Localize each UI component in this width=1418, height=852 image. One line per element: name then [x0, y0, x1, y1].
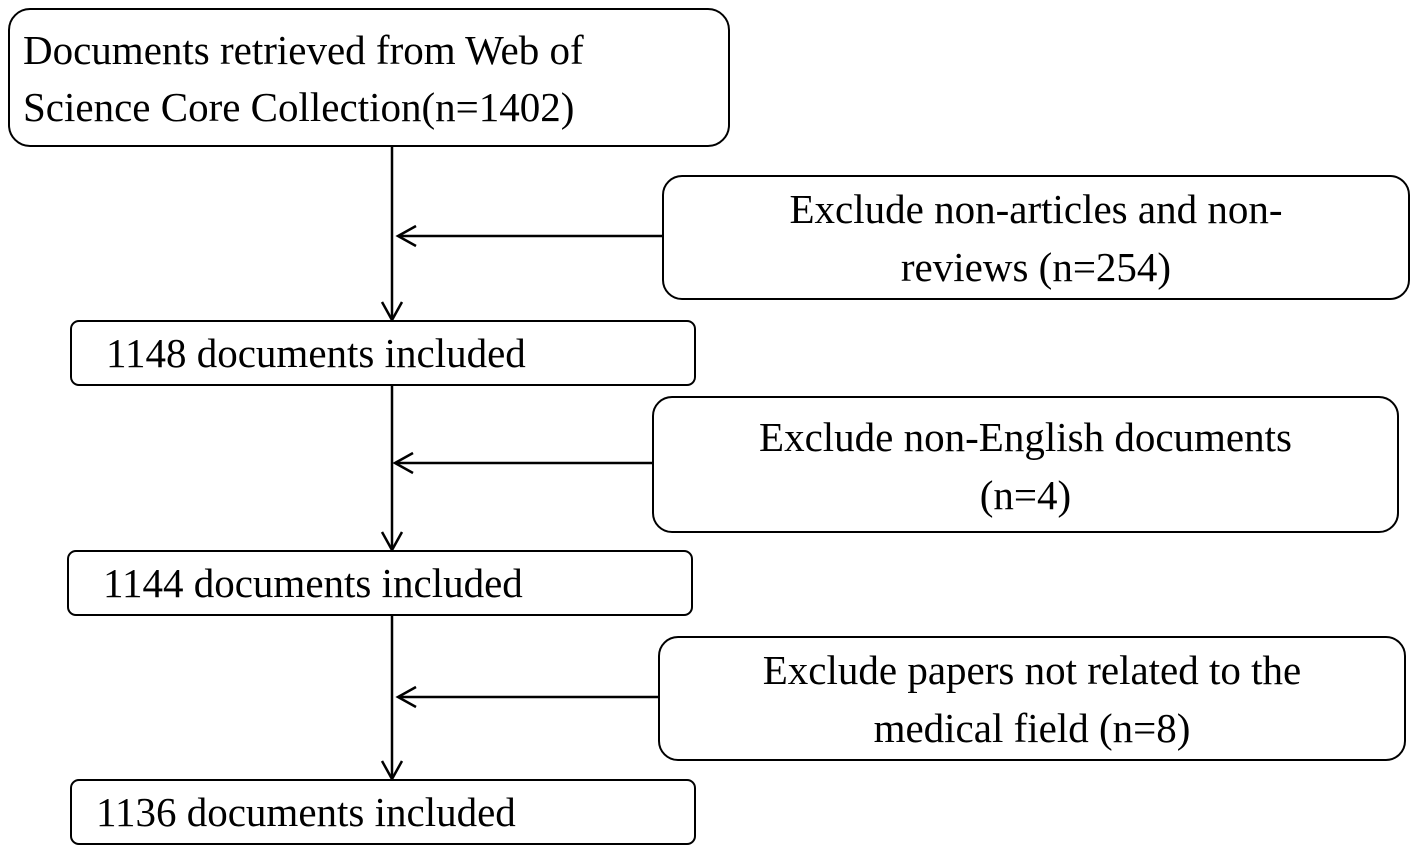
stage-box-3: 1136 documents included [70, 779, 696, 845]
stage-box-1: 1148 documents included [70, 320, 696, 386]
arrowhead-left-2 [392, 451, 414, 475]
exclusion-box-1: Exclude non-articles and non- reviews (n… [662, 175, 1410, 300]
exclusion-3-line-1: Exclude papers not related to the [762, 647, 1302, 693]
stage-3-label: 1136 documents included [96, 789, 516, 835]
start-line-1: Documents retrieved from Web of [23, 27, 584, 73]
arrowhead-left-1 [395, 224, 417, 248]
exclusion-1-line-1: Exclude non-articles and non- [789, 186, 1283, 232]
exclusion-3-line-2: medical field (n=8) [873, 705, 1191, 751]
exclusion-1-line-2: reviews (n=254) [900, 244, 1172, 290]
exclusion-box-2: Exclude non-English documents (n=4) [652, 396, 1399, 533]
stage-2-label: 1144 documents included [103, 560, 523, 606]
start-box: Documents retrieved from Web of Science … [8, 8, 730, 147]
stage-box-2: 1144 documents included [67, 550, 693, 616]
exclusion-2-line-2: (n=4) [979, 472, 1072, 518]
start-line-2: Science Core Collection(n=1402) [23, 84, 575, 130]
exclusion-2-line-1: Exclude non-English documents [759, 414, 1292, 460]
exclusion-box-3: Exclude papers not related to the medica… [658, 636, 1406, 761]
arrowhead-left-3 [395, 685, 417, 709]
stage-1-label: 1148 documents included [106, 330, 526, 376]
